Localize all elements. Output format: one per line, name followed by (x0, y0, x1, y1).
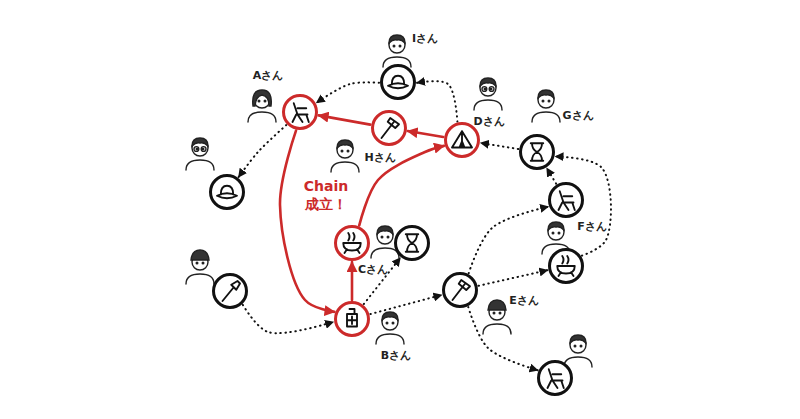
person-figure (564, 335, 592, 367)
icon-circle: Bさん (334, 301, 370, 337)
chain-connector (469, 207, 549, 273)
person-name: Cさん (358, 262, 388, 277)
icon-circle (209, 174, 245, 210)
person-figure (186, 138, 214, 170)
icon-circle (394, 225, 430, 261)
icon-circle: Aさん (282, 94, 318, 130)
icon-circle: Hさん (371, 110, 407, 146)
item-icon (383, 67, 413, 97)
chain-connector (370, 295, 441, 314)
chain-connector (408, 131, 444, 137)
person-name: Aさん (253, 68, 284, 83)
icon-circle: Cさん (334, 225, 370, 261)
item-icon (337, 228, 367, 258)
person-name: Dさん (473, 114, 504, 129)
item-icon (212, 177, 242, 207)
chain-connector (351, 262, 354, 300)
person-figure (532, 90, 560, 122)
person-figure (383, 35, 411, 67)
person-name: Hさん (364, 150, 395, 165)
chain-connector (417, 81, 457, 121)
item-icon (445, 275, 475, 305)
item-icon (215, 276, 245, 306)
chain-connector (547, 168, 556, 183)
person-name: Eさん (509, 293, 539, 308)
person-name: Fさん (577, 219, 607, 234)
chain-connector (359, 146, 444, 226)
person-figure (186, 250, 214, 284)
icon-circle (537, 360, 573, 396)
item-icon (374, 113, 404, 143)
chain-connector (239, 125, 287, 177)
person-figure (376, 312, 404, 344)
chain-connector (481, 143, 518, 149)
person-figure (474, 78, 502, 110)
item-icon (540, 363, 570, 393)
item-icon (551, 185, 581, 215)
chain-label: Chain 成立！ (296, 176, 356, 214)
item-icon (522, 137, 552, 167)
chain-connector (479, 270, 548, 286)
item-icon (551, 251, 581, 281)
icon-circle: Iさん (380, 64, 416, 100)
item-icon (447, 125, 477, 155)
icon-circle: Fさん (548, 182, 584, 218)
chain-connector (280, 131, 334, 312)
person-figure (483, 300, 511, 334)
chain-connector (317, 82, 379, 102)
person-name: Bさん (381, 348, 411, 363)
person-name: Gさん (562, 108, 593, 123)
icon-circle (212, 273, 248, 309)
item-icon (337, 304, 367, 334)
item-icon (285, 97, 315, 127)
icon-circle: Dさん (444, 122, 480, 158)
chain-connector (319, 115, 371, 124)
icon-circle: Eさん (442, 272, 478, 308)
person-figure (248, 90, 276, 122)
person-figure (331, 140, 359, 172)
icon-circle (548, 248, 584, 284)
person-name: Iさん (412, 31, 438, 46)
icon-circle: Gさん (519, 134, 555, 170)
chain-connector (243, 305, 333, 333)
item-icon (397, 228, 427, 258)
chain-connector (468, 307, 537, 370)
